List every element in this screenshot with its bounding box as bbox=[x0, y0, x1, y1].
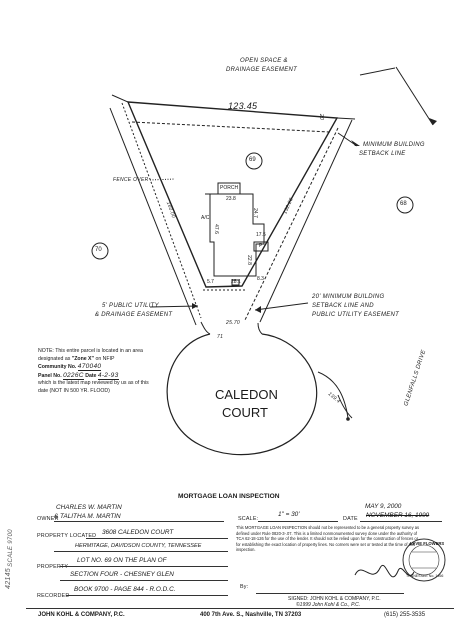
owner-line-2: & TALITHA M. MARTIN bbox=[54, 513, 121, 520]
utility-right-1: 20' MINIMUM BUILDING bbox=[312, 294, 385, 300]
utility-left-2: & DRAINAGE EASEMENT bbox=[95, 312, 173, 318]
house-dim-7: 5.7 bbox=[207, 279, 214, 285]
footer-phone: (615) 255-3535 bbox=[384, 612, 426, 618]
scale-label: SCALE: bbox=[238, 516, 259, 522]
house-dim-1: 23.8 bbox=[226, 196, 236, 202]
date-label: DATE bbox=[343, 516, 358, 522]
street-name-2: COURT bbox=[222, 405, 268, 420]
note-on-nfip: on NFIP bbox=[95, 355, 115, 362]
flood-zone-note: NOTE: This entire parcel is located in a… bbox=[38, 348, 156, 396]
date-new: MAY 9, 2000 bbox=[365, 503, 402, 510]
signed-label: SIGNED: JOHN KOHL & COMPANY, P.C. bbox=[288, 596, 381, 602]
dim-top-right: 20 bbox=[318, 113, 325, 121]
note-community-label: Community No. bbox=[38, 364, 77, 371]
form-heading: MORTGAGE LOAN INSPECTION bbox=[178, 493, 280, 500]
city: HERMITAGE, DAVIDSON COUNTY, TENNESSEE bbox=[75, 543, 202, 549]
note-panel-date: 4-2-93 bbox=[97, 371, 119, 380]
lot-70-line bbox=[109, 107, 197, 326]
copyright: ©1999 John Kohl & Co., P.C. bbox=[296, 602, 361, 608]
cul-de-sac bbox=[166, 333, 318, 456]
lot-68-line bbox=[259, 119, 353, 323]
recorded-label: RECORDED bbox=[37, 593, 70, 599]
open-space-label-2: DRAINAGE EASEMENT bbox=[226, 67, 298, 73]
signature-scribble bbox=[354, 565, 415, 578]
min-setback-label-1: MINIMUM BUILDING bbox=[363, 142, 425, 148]
min-setback-label-2: SETBACK LINE bbox=[359, 151, 406, 157]
house-p-label: P bbox=[259, 243, 263, 249]
recorded-value: BOOK 9700 - PAGE 844 - R.O.D.C. bbox=[74, 586, 176, 593]
house-porch-label: PORCH bbox=[220, 185, 239, 191]
glenfalls-curve bbox=[317, 371, 349, 419]
lot-70-number: 70 bbox=[95, 247, 102, 253]
note-tail: which is the latest map reviewed by us a… bbox=[38, 380, 149, 394]
street-name-1: CALEDON bbox=[215, 387, 278, 402]
setback-line bbox=[131, 121, 331, 133]
open-space-label-1: OPEN SPACE & bbox=[240, 58, 288, 64]
scale-value: 1" = 30' bbox=[278, 511, 300, 518]
lot-68-number: 68 bbox=[400, 201, 407, 207]
note-panel-number: 0226C bbox=[63, 371, 84, 380]
house-dim-6: 28.1 bbox=[231, 279, 241, 285]
property-located-label: PROPERTY LOCATED bbox=[37, 533, 97, 539]
house-dim-4: 17.5 bbox=[256, 232, 266, 238]
lot-boundary bbox=[126, 101, 339, 288]
utility-left-1: 5' PUBLIC UTILITY bbox=[102, 303, 159, 309]
margin-id: 42145 bbox=[4, 568, 12, 589]
date-old: NOVEMBER 16, 1999 bbox=[366, 512, 430, 519]
footer-address: 400 7th Ave. S., Nashville, TN 37203 bbox=[200, 612, 302, 618]
disclaimer: This MORTGAGE LOAN INSPECTION should not… bbox=[236, 525, 420, 553]
lot-line: LOT NO. 69 ON THE PLAN OF bbox=[77, 557, 167, 564]
margin-note: SCALE 9700 bbox=[7, 529, 14, 567]
owner-label: OWNER bbox=[37, 516, 59, 522]
address: 3608 CALEDON COURT bbox=[102, 529, 174, 536]
surveyor-seal bbox=[402, 538, 446, 582]
utility-right-2: SETBACK LINE AND bbox=[312, 303, 374, 309]
seal-bottom-text: TENNESSEE No. 1466 bbox=[406, 574, 444, 578]
house-outline bbox=[205, 193, 265, 277]
property-label: PROPERTY bbox=[37, 564, 69, 570]
utility-right-3: PUBLIC UTILITY EASEMENT bbox=[312, 312, 400, 318]
note-community-number: 470040 bbox=[77, 363, 102, 372]
left-easement-line bbox=[121, 102, 202, 319]
owner-line-1: CHARLES W. MARTIN bbox=[56, 504, 122, 511]
dim-top: 123.45 bbox=[228, 101, 258, 111]
lot-69-number: 69 bbox=[249, 157, 256, 163]
house-dim-5: 22.8 bbox=[245, 255, 252, 265]
section-line: SECTION FOUR - CHESNEY GLEN bbox=[70, 571, 174, 578]
house-ac-label: A/C bbox=[201, 215, 210, 221]
by-label: By: bbox=[240, 584, 249, 590]
note-panel-label: Panel No. bbox=[38, 372, 62, 379]
porch-outline bbox=[217, 182, 241, 195]
house-dim-3: 24.7 bbox=[251, 208, 258, 218]
note-zone: "Zone X" bbox=[71, 355, 94, 362]
footer-company: JOHN KOHL & COMPANY, P.C. bbox=[38, 612, 125, 618]
frontage-dim: 25.70 bbox=[226, 320, 241, 326]
house-dim-8: 8.3 bbox=[257, 276, 264, 282]
fence-over-label: FENCE OVER bbox=[113, 177, 149, 183]
note-intro: NOTE: This entire parcel is located in a… bbox=[38, 348, 143, 362]
note-date-label: Date bbox=[85, 372, 97, 379]
house-dim-2: 47.6 bbox=[212, 224, 219, 234]
right-easement-line bbox=[244, 127, 339, 321]
seal-top-text: LEVIE FLOWERS bbox=[410, 541, 445, 546]
arc-label: 71 bbox=[217, 334, 224, 340]
